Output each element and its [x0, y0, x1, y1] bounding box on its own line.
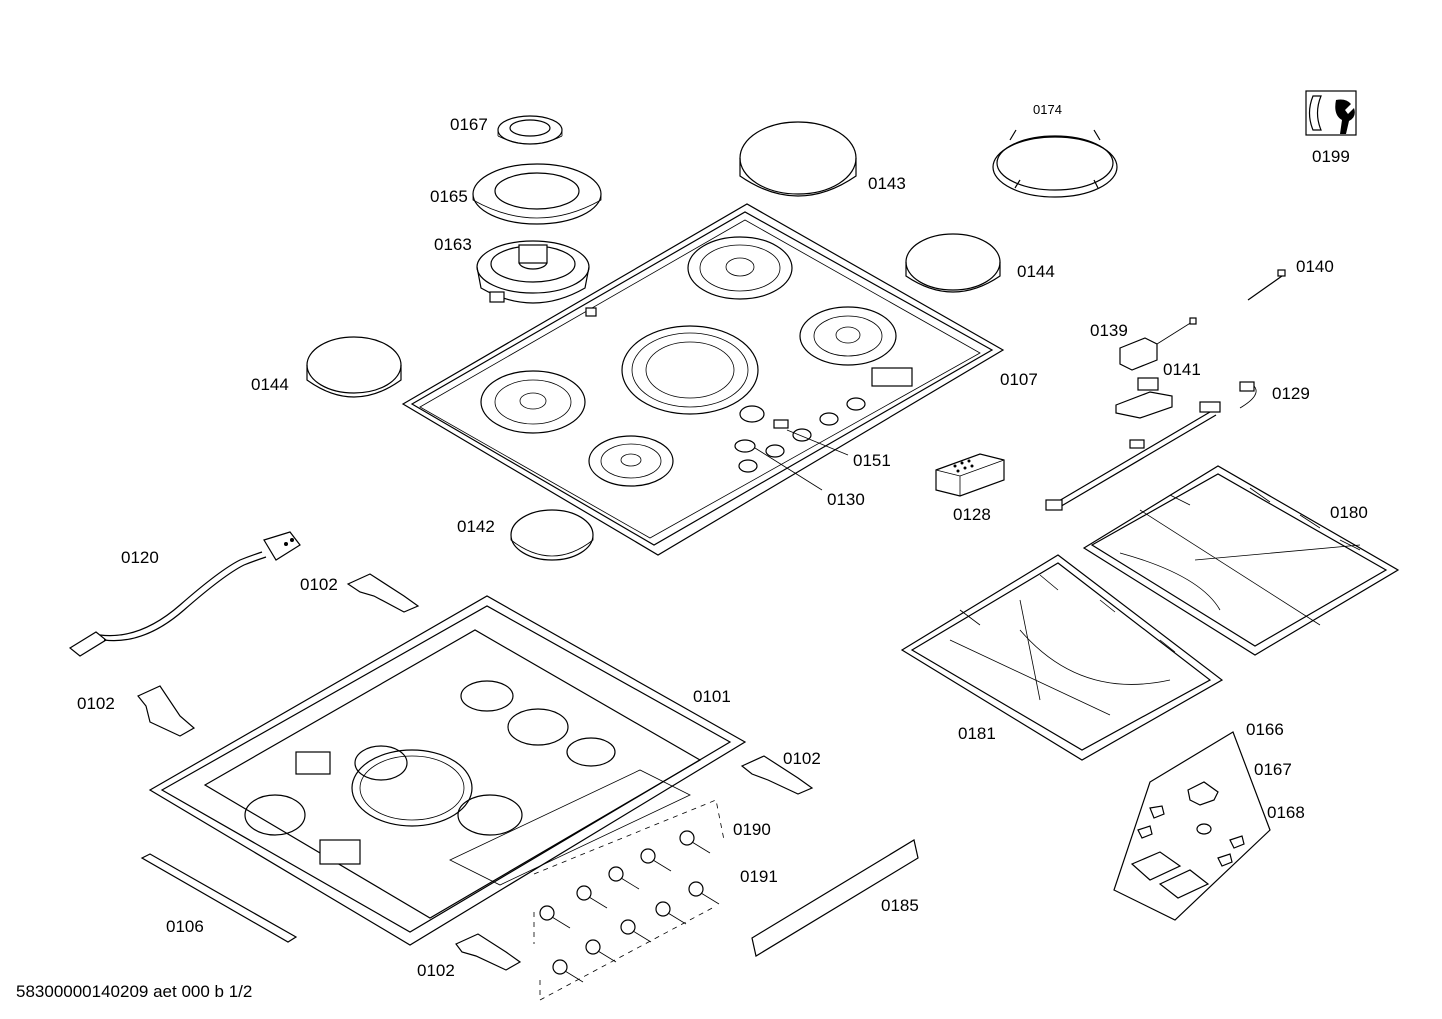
- screw: [539, 905, 571, 929]
- control-module-0128: [935, 453, 1005, 497]
- power-cord-0120: [68, 531, 301, 657]
- mounting-clip-b: [137, 685, 196, 737]
- part-label-0140: 0140: [1296, 257, 1334, 276]
- burner-base: [476, 240, 590, 304]
- part-label-0130: 0130: [827, 490, 865, 509]
- mounting-clip-c: [740, 755, 814, 795]
- pan-support-0180: [1082, 465, 1400, 656]
- base-tray-0101: [148, 595, 747, 946]
- part-label-0144-left: 0144: [251, 375, 289, 394]
- screw: [655, 901, 687, 925]
- seal-strip-0106: [140, 853, 298, 943]
- part-label-0102-c: 0102: [783, 749, 821, 768]
- part-label-0142: 0142: [457, 517, 495, 536]
- part-label-0128: 0128: [953, 505, 991, 524]
- screw-group: [533, 799, 725, 1001]
- screw: [620, 919, 652, 943]
- screw: [679, 830, 711, 854]
- part-label-0165: 0165: [430, 187, 468, 206]
- part-label-0167: 0167: [450, 115, 488, 134]
- part-label-0143: 0143: [868, 174, 906, 193]
- thermocouple-0140: [1247, 269, 1286, 301]
- part-label-0181: 0181: [958, 724, 996, 743]
- part-label-0167-b: 0167: [1254, 760, 1292, 779]
- part-label-0151: 0151: [853, 451, 891, 470]
- seal-strip-0185: [751, 839, 919, 957]
- burner-cap-medium-0144-left: [306, 336, 402, 398]
- part-label-0191: 0191: [740, 867, 778, 886]
- hob-top-plate: [401, 203, 1005, 556]
- screw: [585, 939, 617, 963]
- part-label-0106: 0106: [166, 917, 204, 936]
- screw: [608, 866, 640, 890]
- screw: [640, 848, 672, 872]
- part-label-0107: 0107: [1000, 370, 1038, 389]
- connection-kit-0166: [1113, 731, 1271, 921]
- ignition-module-0139: [1119, 317, 1197, 371]
- part-label-0141: 0141: [1163, 360, 1201, 379]
- screw: [576, 885, 608, 909]
- mounting-clip-a: [346, 573, 420, 613]
- part-label-0144-right: 0144: [1017, 262, 1055, 281]
- part-label-0101: 0101: [693, 687, 731, 706]
- part-label-0129: 0129: [1272, 384, 1310, 403]
- part-label-0185: 0185: [881, 896, 919, 915]
- part-label-0163: 0163: [434, 235, 472, 254]
- burner-cap-small-0142: [510, 509, 594, 561]
- document-id: 58300000140209 aet 000 b 1/2: [16, 982, 253, 1001]
- wok-ring: [992, 129, 1118, 198]
- burner-cap-large-0143: [739, 121, 857, 197]
- burner-cap-ring: [472, 163, 602, 225]
- wiring-harness-0129: [1045, 381, 1257, 511]
- part-label-0139: 0139: [1090, 321, 1128, 340]
- part-label-0102-b: 0102: [77, 694, 115, 713]
- mounting-clip-d: [455, 933, 522, 971]
- burner-cap-medium-0144-right: [905, 233, 1001, 293]
- part-label-0120: 0120: [121, 548, 159, 567]
- bracket-0141: [1115, 377, 1173, 419]
- part-label-0174: 0174: [1033, 102, 1062, 117]
- part-label-0166: 0166: [1246, 720, 1284, 739]
- part-label-0190: 0190: [733, 820, 771, 839]
- wrench-service-icon: [1305, 90, 1357, 136]
- part-label-0180: 0180: [1330, 503, 1368, 522]
- part-label-0199: 0199: [1312, 147, 1350, 166]
- part-label-0102-d: 0102: [417, 961, 455, 980]
- part-label-0168: 0168: [1267, 803, 1305, 822]
- screw: [688, 881, 720, 905]
- part-label-0102-a: 0102: [300, 575, 338, 594]
- pan-support-0181: [900, 554, 1224, 761]
- burner-cap-small: [497, 115, 563, 145]
- screw: [552, 959, 584, 983]
